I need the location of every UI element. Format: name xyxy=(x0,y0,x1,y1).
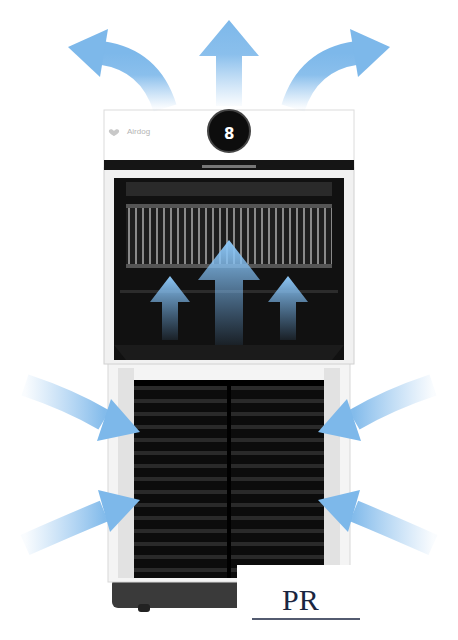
watermark: PR xyxy=(282,585,319,615)
display-digit: 8 xyxy=(224,127,234,142)
brand-logo: Airdog xyxy=(127,128,150,136)
